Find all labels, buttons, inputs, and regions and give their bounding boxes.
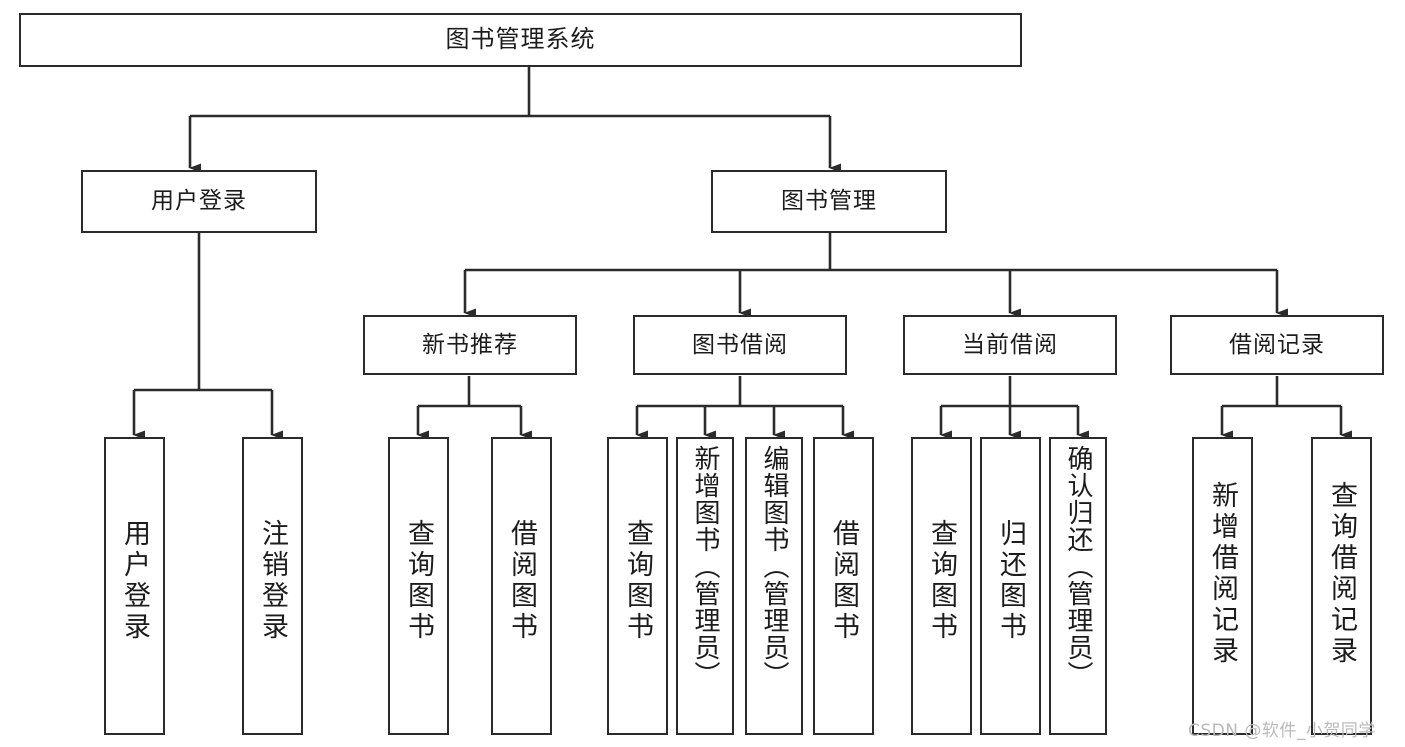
node-label: 查询借阅记录 [1326,481,1357,667]
node-label: 注销登录 [257,519,288,643]
node-current-borrow[interactable]: 当前借阅 [903,315,1117,375]
leaf-user-login[interactable]: 用户登录 [104,437,165,735]
node-label: 查询图书 [926,519,957,643]
leaf-return-book[interactable]: 归还图书 [980,437,1041,735]
leaf-add-borrow-record[interactable]: 新增借阅记录 [1192,437,1253,735]
csdn-watermark: CSDN @软件_小贺同学 [1188,721,1376,741]
node-label: 新书推荐 [422,331,518,358]
leaf-query-borrow-record[interactable]: 查询借阅记录 [1311,437,1372,735]
leaf-edit-book[interactable]: 编辑图书（管理员） [745,437,803,735]
leaf-logout-login[interactable]: 注销登录 [242,437,303,735]
leaf-borrow-book[interactable]: 借阅图书 [813,437,874,735]
node-label: 借阅图书 [506,519,537,643]
leaf-query-book-recommend[interactable]: 查询图书 [388,437,449,735]
node-label: 借阅图书 [828,519,859,643]
node-label: 查询图书 [622,519,653,643]
node-book-management[interactable]: 图书管理 [711,170,947,233]
node-label: 确认归还（管理员） [1063,445,1093,688]
node-label: 用户登录 [151,188,247,215]
node-borrow-record[interactable]: 借阅记录 [1170,315,1384,375]
node-user-login[interactable]: 用户登录 [81,170,317,233]
leaf-query-book-current[interactable]: 查询图书 [911,437,972,735]
node-label: 图书管理 [781,188,877,215]
node-label: 查询图书 [403,519,434,643]
node-label: 图书借阅 [692,331,788,358]
leaf-query-book-borrow[interactable]: 查询图书 [607,437,668,735]
node-label: 新增借阅记录 [1207,481,1238,667]
node-label: 图书管理系统 [445,25,596,54]
leaf-confirm-return[interactable]: 确认归还（管理员） [1049,437,1107,735]
leaf-add-book[interactable]: 新增图书（管理员） [676,437,734,735]
node-label: 用户登录 [119,519,150,643]
node-new-book-recommend[interactable]: 新书推荐 [363,315,577,375]
node-root-book-management-system[interactable]: 图书管理系统 [19,13,1022,67]
node-label: 当前借阅 [962,331,1058,358]
leaf-borrow-book-recommend[interactable]: 借阅图书 [491,437,552,735]
node-label: 新增图书（管理员） [690,445,720,688]
node-label: 编辑图书（管理员） [759,445,789,688]
node-label: 借阅记录 [1229,331,1325,358]
node-label: 归还图书 [995,519,1026,643]
node-book-borrow[interactable]: 图书借阅 [633,315,847,375]
